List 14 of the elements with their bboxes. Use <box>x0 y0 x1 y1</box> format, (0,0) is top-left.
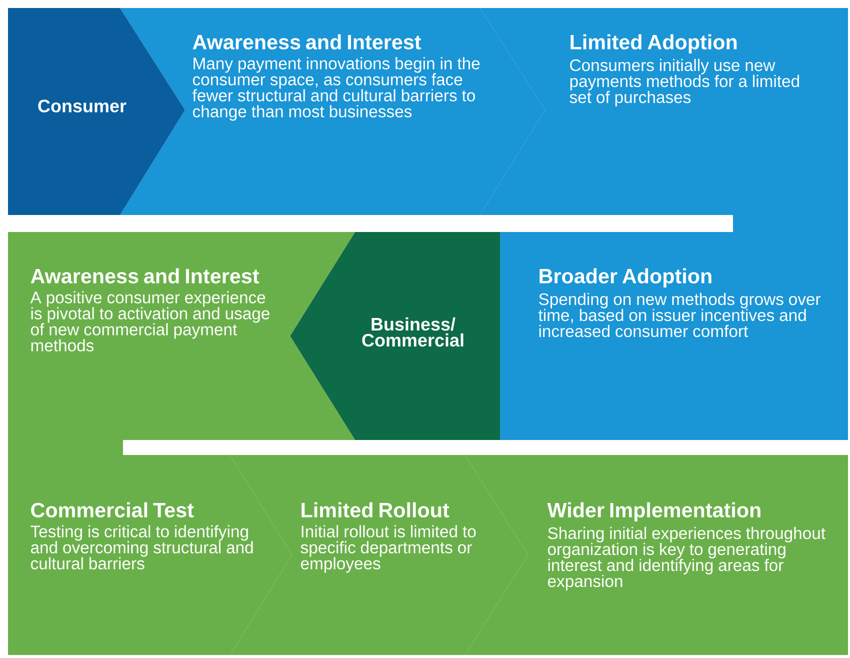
node-label: Limited Rollout <box>302 502 450 518</box>
chevron-box: Limited Adoption Consumers initially use new payments methods for a limited set of purchases <box>480 8 848 268</box>
chevron-box: Consumer <box>8 8 185 215</box>
node-label: Sharing initial experiences throughout organization is key to generating interest and identifying areas for expansion <box>548 526 826 590</box>
chevron-box: Awareness and Interest A positive consumer experience is pivotal to activation and usage of new commercial payment methods <box>8 232 355 492</box>
node-label: Limited Adoption <box>570 34 737 54</box>
process-box: Broader Adoption Spending on new methods grows over time, based on issuer incentives and increased consumer comfort <box>500 232 848 440</box>
chevron-box: Business/ Commercial <box>290 232 500 440</box>
node-label: Wider Implementation <box>547 502 760 522</box>
node-label: Awareness and Interest <box>192 34 422 50</box>
node-label: Commercial Test <box>31 502 194 518</box>
chevron-box: Commercial Test Testing is critical to identifying and overcoming structural and cultural barriers <box>8 455 292 655</box>
node-label: Consumers initially use new payments methods for a limited set of purchases <box>570 58 799 106</box>
node-label: Many payment innovations begin in the consumer space, as consumers face fewer structural and cultural barriers to change than most businesses <box>192 57 480 121</box>
